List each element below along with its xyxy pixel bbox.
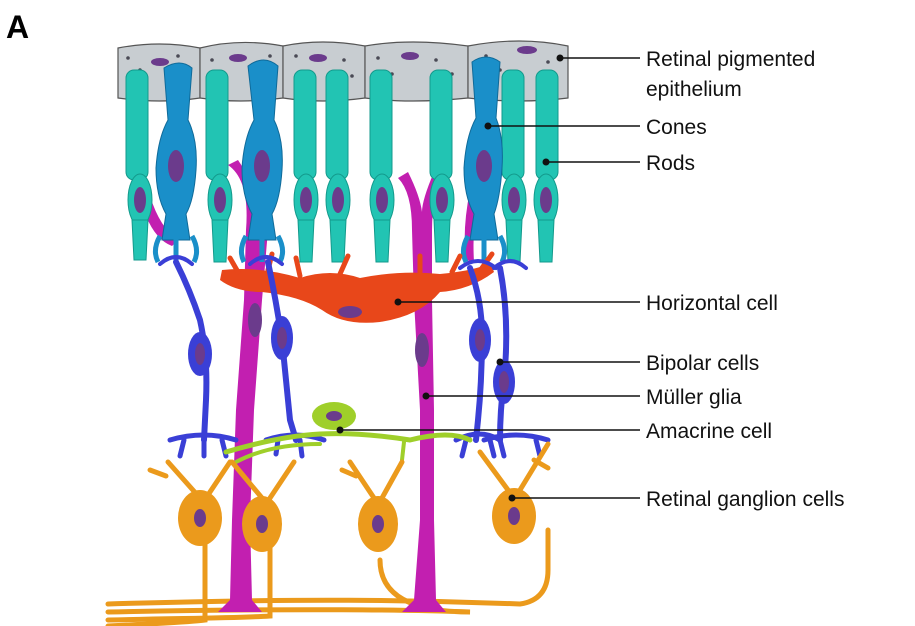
- horizontal-nucleus: [338, 306, 362, 318]
- rod-cell: [126, 70, 152, 260]
- rod-cell: [370, 70, 394, 262]
- label-bipolar-cells: Bipolar cells: [646, 352, 759, 375]
- rod-cell: [206, 70, 232, 262]
- label-rods: Rods: [646, 152, 695, 175]
- rpe-nucleus: [309, 54, 327, 62]
- rpe-nucleus: [517, 46, 537, 54]
- rod-cell: [534, 70, 558, 262]
- muller-nucleus: [248, 303, 262, 337]
- label-rpe-line2: epithelium: [646, 78, 742, 101]
- label-horizontal-cell: Horizontal cell: [646, 292, 778, 315]
- amacrine-nucleus: [326, 411, 342, 421]
- panel-letter: A: [6, 9, 29, 45]
- label-cones: Cones: [646, 116, 707, 139]
- rod-cell: [326, 70, 350, 262]
- ganglion-cell: [342, 462, 402, 552]
- rod-cell: [430, 70, 454, 262]
- muller-nucleus: [415, 333, 429, 367]
- ganglion-cell: [480, 444, 548, 544]
- rod-cell: [502, 70, 526, 262]
- ganglion-cell: [150, 462, 230, 546]
- bipolar-cell: [456, 268, 500, 456]
- label-ganglion-cells: Retinal ganglion cells: [646, 488, 844, 511]
- ganglion-cells: [150, 444, 548, 552]
- rpe-nucleus: [151, 58, 169, 66]
- label-amacrine-cell: Amacrine cell: [646, 420, 772, 443]
- label-rpe-line1: Retinal pigmented: [646, 48, 815, 71]
- ganglion-axons: [108, 530, 548, 626]
- label-muller-glia: Müller glia: [646, 386, 742, 409]
- rpe-nucleus: [229, 54, 247, 62]
- rpe-nucleus: [401, 52, 419, 60]
- rod-cell: [294, 70, 318, 262]
